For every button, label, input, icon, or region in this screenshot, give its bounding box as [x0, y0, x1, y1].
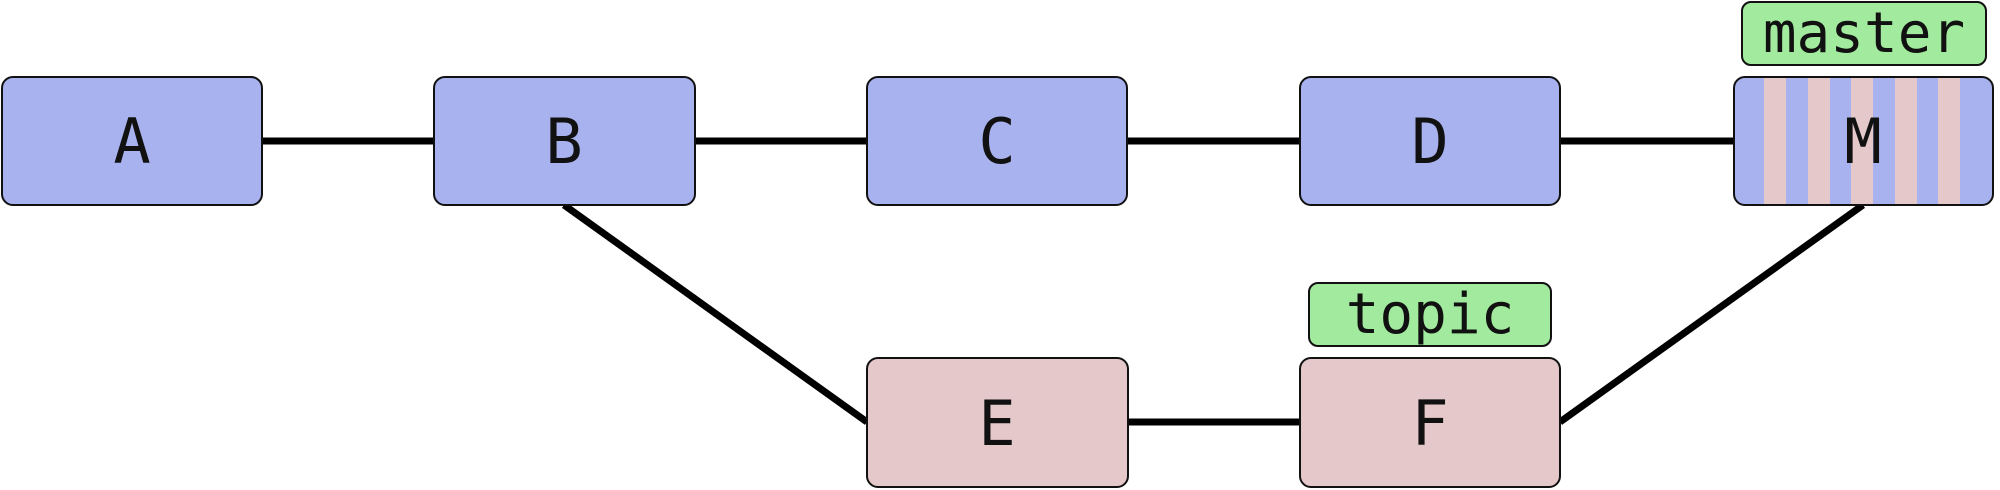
merge-stripe — [1938, 77, 1960, 205]
commit-node-f: F — [1299, 357, 1561, 488]
commit-label-a: A — [113, 105, 150, 178]
commit-label-m: M — [1844, 105, 1881, 178]
commit-box-a — [1, 76, 263, 206]
merge-stripe — [1851, 77, 1873, 205]
merge-stripe — [1764, 77, 1786, 205]
commit-box-d — [1299, 76, 1561, 206]
commit-node-b: B — [433, 76, 696, 206]
edge-b-e — [561, 202, 870, 425]
commit-label-c: C — [978, 105, 1015, 178]
edge-f-m — [1557, 202, 1866, 425]
commit-node-c: C — [866, 76, 1128, 206]
commit-node-d: D — [1299, 76, 1561, 206]
branch-tag-topic-box — [1308, 282, 1552, 347]
branch-tag-master: master — [1741, 1, 1987, 66]
commit-box-f — [1299, 357, 1561, 488]
merge-stripe — [1808, 77, 1830, 205]
commit-node-e: E — [866, 357, 1129, 488]
commit-box-m — [1733, 76, 1994, 206]
commit-label-e: E — [978, 387, 1015, 460]
branch-tag-master-box — [1741, 1, 1987, 66]
branch-tag-master-label: master — [1763, 1, 1965, 66]
commit-box-b — [433, 76, 696, 206]
merge-stripes — [1734, 77, 1993, 205]
commit-box-e — [866, 357, 1129, 488]
branch-tag-topic-label: topic — [1346, 282, 1515, 347]
commit-box-c — [866, 76, 1128, 206]
edges-layer — [262, 137, 1866, 426]
branch-tag-topic: topic — [1308, 282, 1552, 347]
merge-stripe — [1895, 77, 1917, 205]
commit-label-d: D — [1411, 105, 1448, 178]
commit-label-b: B — [545, 105, 582, 178]
commit-node-m: M — [1733, 76, 1994, 206]
commit-node-a: A — [1, 76, 263, 206]
commit-label-f: F — [1411, 387, 1448, 460]
